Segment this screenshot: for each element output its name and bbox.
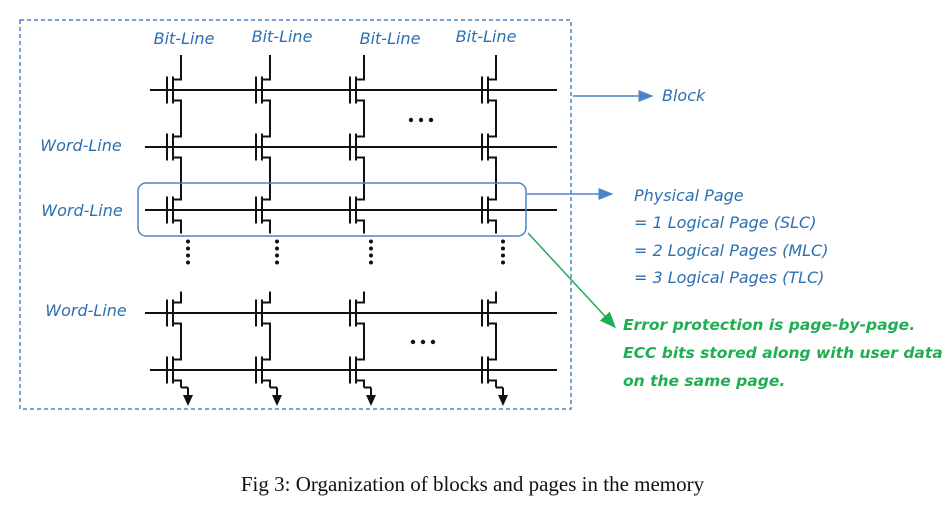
source-lead — [262, 156, 271, 165]
source-lead — [488, 99, 497, 108]
bit-line-label: Bit-Line — [360, 29, 421, 48]
bit-line-label: Bit-Line — [456, 27, 517, 46]
drain-lead — [173, 129, 182, 138]
row-ellipsis-dot — [186, 246, 190, 251]
drain-lead — [262, 352, 271, 361]
physical-page-title: Physical Page — [634, 186, 744, 205]
row-ellipsis-dot — [501, 246, 505, 251]
error-note-line: ECC bits stored along with user data — [623, 344, 943, 362]
drain-lead — [356, 192, 365, 201]
source-lead — [262, 219, 271, 228]
row-ellipsis-dot — [369, 239, 373, 244]
source-lead — [356, 219, 365, 228]
drain-lead — [356, 295, 365, 304]
ground-arrow — [498, 395, 508, 406]
source-lead — [488, 379, 497, 388]
source-lead — [173, 379, 182, 388]
drain-lead — [262, 295, 271, 304]
row-ellipsis-dot — [501, 253, 505, 258]
word-line-label: Word-Line — [45, 301, 127, 320]
transistor-grid — [145, 55, 557, 406]
row-ellipsis-dot — [369, 260, 373, 265]
physical-page-box — [137, 182, 527, 237]
nand-array-diagram: Bit-Line Bit-Line Bit-Line Bit-Line Word… — [19, 19, 943, 410]
bit-line-label: Bit-Line — [252, 27, 313, 46]
error-note-line: Error protection is page-by-page. — [623, 316, 915, 334]
ground-arrow — [366, 395, 376, 406]
source-lead — [356, 99, 365, 108]
drain-lead — [488, 72, 497, 81]
drain-lead — [356, 72, 365, 81]
row-ellipsis-dot — [501, 260, 505, 265]
row-ellipsis-dot — [275, 253, 279, 258]
physical-page-line: = 3 Logical Pages (TLC) — [634, 268, 824, 287]
row-ellipsis-dot — [275, 246, 279, 251]
drain-lead — [262, 72, 271, 81]
source-lead — [356, 379, 365, 388]
drain-lead — [262, 129, 271, 138]
row-ellipsis-dot — [186, 239, 190, 244]
row-ellipsis-dot — [275, 260, 279, 265]
source-lead — [488, 322, 497, 331]
row-ellipsis-dot — [186, 260, 190, 265]
bit-line-label: Bit-Line — [154, 29, 215, 48]
drain-lead — [262, 192, 271, 201]
source-lead — [488, 156, 497, 165]
error-note-line: on the same page. — [623, 372, 785, 390]
physical-page-line: = 1 Logical Page (SLC) — [634, 213, 816, 232]
physical-page-line: = 2 Logical Pages (MLC) — [634, 241, 828, 260]
source-lead — [173, 156, 182, 165]
source-lead — [488, 219, 497, 228]
source-lead — [173, 219, 182, 228]
drain-lead — [356, 352, 365, 361]
drain-lead — [488, 129, 497, 138]
word-line-label: Word-Line — [41, 201, 123, 220]
drain-lead — [173, 72, 182, 81]
word-line-label: Word-Line — [40, 136, 122, 155]
drain-lead — [173, 295, 182, 304]
column-ellipsis-bottom — [410, 339, 436, 345]
source-lead — [262, 379, 271, 388]
ground-arrow — [183, 395, 193, 406]
drain-lead — [488, 352, 497, 361]
drain-lead — [488, 192, 497, 201]
block-border — [19, 19, 572, 410]
row-ellipsis-dot — [369, 246, 373, 251]
row-ellipsis-dot — [501, 239, 505, 244]
ground-arrow — [272, 395, 282, 406]
row-ellipsis-dot — [369, 253, 373, 258]
source-lead — [356, 322, 365, 331]
row-ellipsis-dot — [275, 239, 279, 244]
row-ellipsis-dot — [186, 253, 190, 258]
drain-lead — [173, 192, 182, 201]
drain-lead — [356, 129, 365, 138]
error-note-arrow — [527, 232, 617, 329]
drain-lead — [173, 352, 182, 361]
block-label: Block — [662, 86, 706, 105]
source-lead — [262, 322, 271, 331]
drain-lead — [488, 295, 497, 304]
figure-caption: Fig 3: Organization of blocks and pages … — [240, 472, 705, 496]
source-lead — [356, 156, 365, 165]
source-lead — [173, 322, 182, 331]
source-lead — [262, 99, 271, 108]
source-lead — [173, 99, 182, 108]
column-ellipsis-top — [408, 117, 434, 123]
